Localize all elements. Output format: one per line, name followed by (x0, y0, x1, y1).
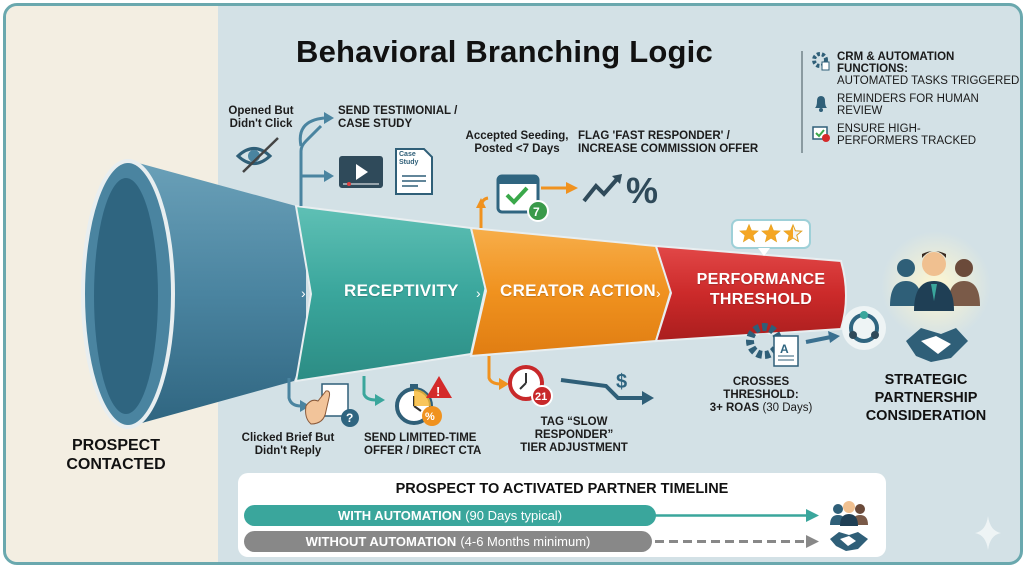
percent-badge-icon: % (422, 406, 442, 426)
trigger-clicked-no-reply: Clicked Brief But Didn't Reply (241, 432, 335, 458)
chevron-right-icon: › (301, 285, 306, 301)
start-label: PROSPECT CONTACTED (66, 437, 166, 473)
action-tag-slow-responder: TAG “SLOW RESPONDER” TIER ADJUSTMENT (520, 416, 628, 455)
action-limited-offer: SEND LIMITED-TIME OFFER / DIRECT CTA (364, 432, 482, 458)
calendar-badge: 7 (533, 205, 540, 219)
page-title: Behavioral Branching Logic (296, 34, 713, 69)
stage-label-receptivity: RECEPTIVITY (344, 281, 459, 300)
handshake-icon (830, 532, 868, 551)
eye-crossed-icon (235, 137, 279, 173)
bell-icon (815, 96, 827, 112)
video-player-icon (339, 156, 383, 188)
business-team-icon (830, 501, 868, 526)
arrow-with-automation (653, 509, 819, 522)
action-flag-fast-responder: FLAG 'FAST RESPONDER' / INCREASE COMMISS… (578, 130, 759, 156)
clock-badge: 21 (535, 391, 547, 403)
stage-label-creator-action: CREATOR ACTION (500, 281, 656, 300)
case-study-document-icon (395, 148, 433, 195)
timeline-bar-without-automation: WITHOUT AUTOMATION(4-6 Months minimum) (244, 531, 652, 552)
svg-text:%: % (425, 411, 435, 423)
timeline-bar-with-automation: WITH AUTOMATION(90 Days typical) (244, 505, 656, 526)
branch-arrow-opened (298, 116, 326, 206)
chevron-right-icon: › (476, 285, 481, 301)
legend-item: CRM & AUTOMATION FUNCTIONS:AUTOMATED TAS… (811, 51, 1020, 87)
timeline-panel: PROSPECT TO ACTIVATED PARTNER TIMELINE W… (238, 473, 886, 557)
doc-letter: A (780, 342, 789, 356)
timeline-title: PROSPECT TO ACTIVATED PARTNER TIMELINE (395, 481, 729, 497)
pointing-hand-document-icon: ? (305, 383, 359, 427)
legend-item: REMINDERS FOR HUMAN REVIEW (811, 93, 1020, 117)
trigger-fast-responder: Accepted Seeding, Posted <7 Days (465, 130, 569, 156)
funnel-diagram: › › › (81, 112, 1001, 550)
chevron-right-icon: › (656, 285, 661, 301)
percent-icon: % (626, 170, 658, 211)
trend-down-dollar-icon (560, 378, 654, 405)
case-study-doc-label: Case Study (399, 151, 419, 166)
svg-text:?: ? (346, 411, 353, 425)
svg-text:!: ! (436, 384, 440, 399)
handshake-icon (906, 328, 968, 362)
gear-icon (812, 52, 830, 71)
arrow-to-cycle (805, 331, 840, 344)
clock-icon (508, 365, 553, 407)
cycle-icon (842, 306, 886, 350)
trigger-opened-no-click: Opened But Didn't Click (228, 105, 294, 131)
funnel-stage-contacted (131, 161, 306, 426)
calendar-alert-icon (812, 126, 830, 142)
infographic-frame: Behavioral Branching Logic (3, 3, 1023, 565)
branch-arrow-limited-offer (362, 376, 377, 402)
legend-item: ENSURE HIGH-PERFORMERS TRACKED (811, 123, 1020, 147)
star-filled (762, 225, 780, 242)
branch-arrow-clicked (287, 378, 302, 408)
star-filled (740, 225, 758, 242)
arrow-without-automation (655, 535, 819, 548)
action-send-testimonial: SEND TESTIMONIAL / CASE STUDY (338, 105, 458, 131)
dollar-icon: $ (616, 371, 627, 393)
business-team-icon (890, 251, 980, 311)
trend-up-icon (582, 174, 622, 203)
outcome-label: STRATEGIC PARTNERSHIP CONSIDERATION (865, 372, 987, 424)
legend: CRM & AUTOMATION FUNCTIONS:AUTOMATED TAS… (801, 51, 1020, 153)
gear-document-icon (746, 323, 799, 367)
threshold-criteria: CROSSES THRESHOLD: 3+ ROAS (30 Days) (709, 376, 813, 415)
star-filled (784, 225, 793, 242)
timeline-icons (830, 501, 868, 551)
calendar-check-icon (496, 174, 549, 222)
stage-label-performance: PERFORMANCE THRESHOLD (696, 271, 826, 308)
sparkle-icon (975, 516, 1001, 550)
warning-icon: ! (426, 376, 452, 399)
